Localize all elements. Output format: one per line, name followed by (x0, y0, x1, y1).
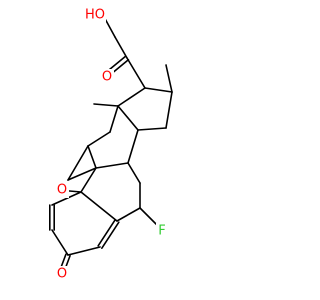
bond-line (144, 87, 173, 93)
bond-line (114, 36, 128, 59)
atom-labels: HO O O F O (56, 7, 169, 282)
bond-line (127, 129, 139, 164)
bond-line (137, 127, 167, 131)
side-chain-ketone-label: O (102, 70, 112, 85)
bond-line (110, 58, 130, 75)
bond-line (95, 162, 129, 169)
epoxide-oxygen: O (56, 182, 69, 198)
bond-line (127, 162, 141, 184)
bond-line (51, 229, 69, 256)
bond-line (117, 87, 146, 107)
bond-line (67, 145, 89, 181)
bond-line (101, 221, 120, 250)
bond-line (165, 64, 173, 93)
bond-line (80, 167, 97, 193)
fluorine-label: F (158, 224, 165, 239)
bond-lines (48, 14, 173, 273)
bond-line (139, 207, 159, 227)
bond-line (126, 57, 146, 89)
bond-line (67, 167, 97, 181)
bond-line (67, 246, 101, 256)
hydroxyl-label: HO (85, 8, 105, 23)
ring-ketone-label: O (57, 267, 67, 282)
bond-line (93, 103, 119, 107)
ring-ketone-oxygen: O (56, 266, 69, 282)
bond-line (97, 218, 116, 247)
bond-line (51, 191, 82, 206)
fluorine-atom: F (156, 223, 169, 239)
bond-line (87, 145, 97, 169)
bond-line (107, 55, 127, 72)
bond-line (109, 105, 119, 133)
bond-line (165, 91, 173, 129)
epoxide-label: O (57, 183, 67, 198)
bond-line (87, 131, 111, 147)
hydroxyl-group: HO (84, 7, 106, 23)
bond-line (117, 105, 139, 131)
bond-line (80, 191, 118, 222)
structure-canvas: HO O O F O (48, 7, 173, 282)
side-chain-ketone-oxygen: O (101, 69, 114, 85)
molecule-drawing: HO O O F O (48, 7, 173, 282)
bond-line (116, 207, 141, 222)
